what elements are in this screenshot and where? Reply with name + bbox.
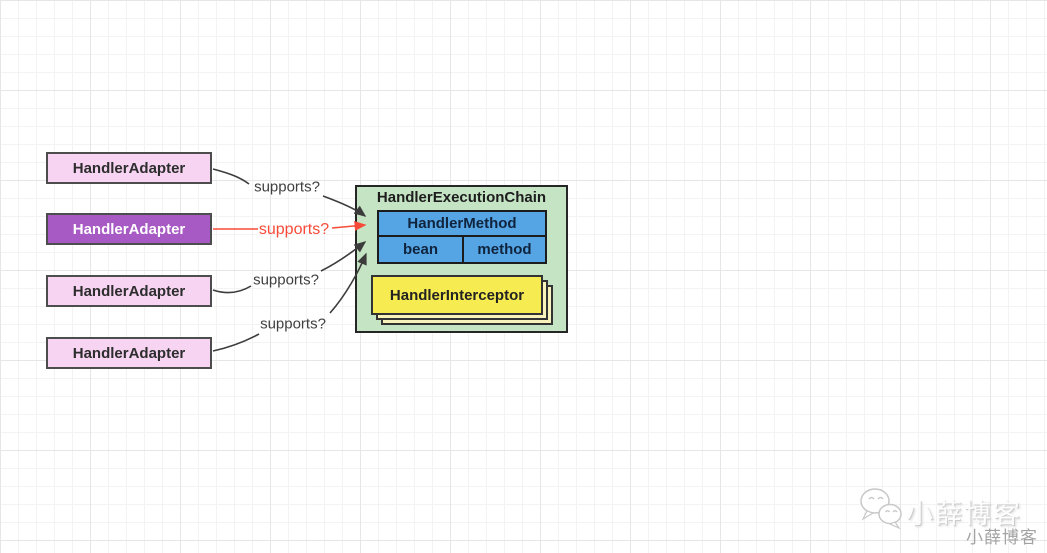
arrow-3-end	[320, 241, 367, 272]
watermark-brand-text: 小薛博客	[906, 499, 1022, 529]
handler-adapter-box-4: HandlerAdapter	[46, 337, 212, 369]
arrow-1-end	[322, 195, 367, 217]
handler-interceptor-box: HandlerInterceptor	[371, 275, 543, 315]
arrow-1-start	[212, 168, 250, 185]
arrow-4-start	[212, 333, 260, 352]
arrow-3-start	[212, 285, 252, 294]
arrow-2-end	[331, 220, 367, 231]
handler-method-box: HandlerMethod	[377, 210, 547, 237]
handler-execution-chain-title: HandlerExecutionChain	[376, 189, 547, 206]
handler-adapter-box-3: HandlerAdapter	[46, 275, 212, 307]
handler-method-bean-cell: bean	[377, 235, 464, 264]
supports-label-2: supports?	[258, 221, 330, 238]
supports-label-3: supports?	[253, 271, 319, 289]
supports-label-1: supports?	[254, 178, 320, 196]
wechat-icon	[860, 488, 902, 530]
handler-method-method-cell: method	[462, 235, 547, 264]
handler-adapter-box-2: HandlerAdapter	[46, 213, 212, 245]
handler-adapter-box-1: HandlerAdapter	[46, 152, 212, 184]
supports-label-4: supports?	[260, 315, 326, 333]
watermark-sub-text: 小薛博客	[966, 528, 1038, 547]
arrow-4-end	[329, 252, 367, 314]
